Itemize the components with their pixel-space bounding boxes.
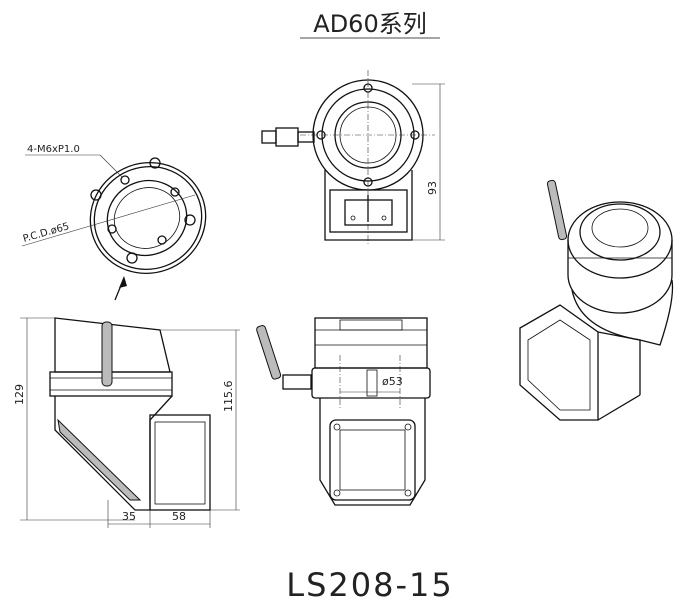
dim-93: 93 bbox=[426, 181, 439, 195]
lever-handle-iso bbox=[546, 179, 568, 241]
thread-callout: 4-M6xP1.0 bbox=[27, 144, 80, 155]
pcd-callout: P.C.D.ø65 bbox=[22, 221, 71, 245]
flange-ring-view: 4-M6xP1.0 P.C.D.ø65 bbox=[22, 144, 207, 301]
isometric-view bbox=[519, 179, 674, 421]
view-arrow bbox=[119, 276, 127, 288]
dim-58: 58 bbox=[172, 510, 186, 523]
dim-d53: ø53 bbox=[382, 375, 403, 388]
dim-129: 129 bbox=[13, 384, 26, 405]
side-view: 129 115.6 35 58 bbox=[13, 317, 240, 528]
dim-115-6: 115.6 bbox=[222, 381, 235, 413]
dim-35: 35 bbox=[122, 510, 136, 523]
front-top-view: 93 bbox=[261, 70, 445, 245]
drawing-title: AD60系列 bbox=[313, 10, 426, 38]
model-number: LS208-15 bbox=[286, 566, 453, 604]
lever-handle bbox=[101, 321, 113, 387]
lever-handle-front bbox=[256, 325, 282, 380]
front-view: ø53 bbox=[256, 317, 431, 506]
